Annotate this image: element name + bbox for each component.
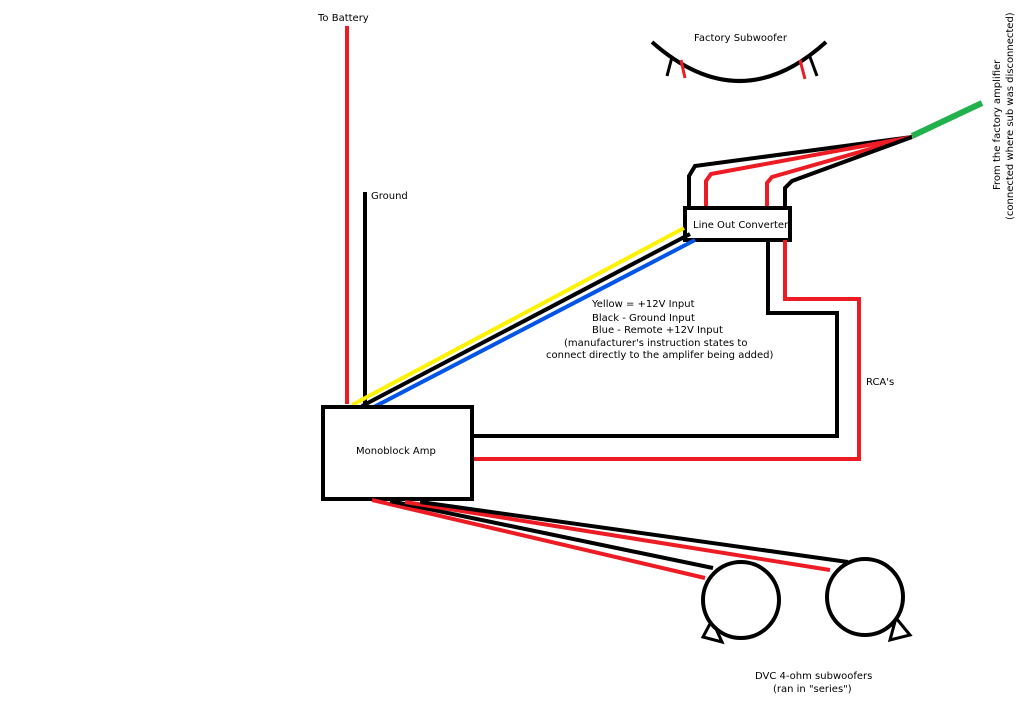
converter-yellow-wire (351, 226, 685, 407)
subwoofers-label-2: (ran in "series") (773, 684, 852, 695)
from-factory-amp-line1: From the factory amplifier (992, 59, 1003, 190)
lo-input-black-1 (687, 135, 913, 208)
factory-subwoofer-terminal-right-black (808, 56, 819, 77)
subwoofer-left (700, 560, 781, 645)
factory-subwoofer-cone (650, 40, 828, 83)
factory-subwoofer-terminal-left-red (679, 59, 687, 79)
ground-label: Ground (371, 191, 408, 202)
wire-notes: Yellow = +12V Input Black - Ground Input… (546, 299, 774, 361)
factory-amp-side-label: From the factory amplifier (connected wh… (992, 12, 1016, 220)
factory-amp-green-wire (910, 100, 984, 139)
monoblock-amp-label: Monoblock Amp (356, 446, 436, 457)
from-factory-amp-line2: (connected where sub was disconnected) (1005, 12, 1016, 220)
subwoofers-label-1: DVC 4-ohm subwoofers (755, 671, 872, 682)
rca-black-wire (474, 240, 839, 438)
note-blue: Blue - Remote +12V Input (592, 325, 723, 336)
speaker-level-input-wires (687, 135, 913, 208)
subwoofer-right (825, 557, 913, 643)
note-yellow: Yellow = +12V Input (591, 299, 695, 310)
factory-subwoofer (650, 40, 828, 83)
subwoofer-right-tab (887, 614, 913, 643)
factory-subwoofer-terminal-right-red (798, 59, 807, 80)
note-instruction-2: connect directly to the amplifer being a… (546, 350, 774, 361)
sub-wire-red-right (404, 500, 831, 572)
monoblock-amp-box (321, 405, 474, 501)
to-battery-label: To Battery (317, 13, 369, 24)
rca-red-wire (474, 240, 861, 461)
sub-wire-black-left (389, 499, 714, 570)
subwoofer-left-cone (701, 560, 781, 640)
converter-black-wire (361, 232, 691, 408)
converter-blue-wire (371, 238, 696, 410)
lo-input-red-2 (765, 135, 913, 208)
line-out-converter-label: Line Out Converter (693, 220, 789, 231)
sub-wire-red-left (371, 498, 706, 580)
lo-input-red-1 (704, 135, 913, 208)
subwoofer-right-cone (825, 557, 905, 637)
factory-subwoofer-terminal-left-black (665, 56, 674, 77)
line-out-converter-box (683, 206, 792, 242)
note-instruction-1: (manufacturer's instruction states to (564, 338, 747, 349)
rcas-label: RCA's (866, 377, 894, 388)
lo-input-black-2 (783, 135, 913, 208)
subwoofer-speaker-wires (371, 498, 849, 580)
factory-subwoofer-label: Factory Subwoofer (694, 33, 788, 44)
note-black: Black - Ground Input (592, 313, 695, 324)
sub-wire-black-right (419, 500, 849, 564)
